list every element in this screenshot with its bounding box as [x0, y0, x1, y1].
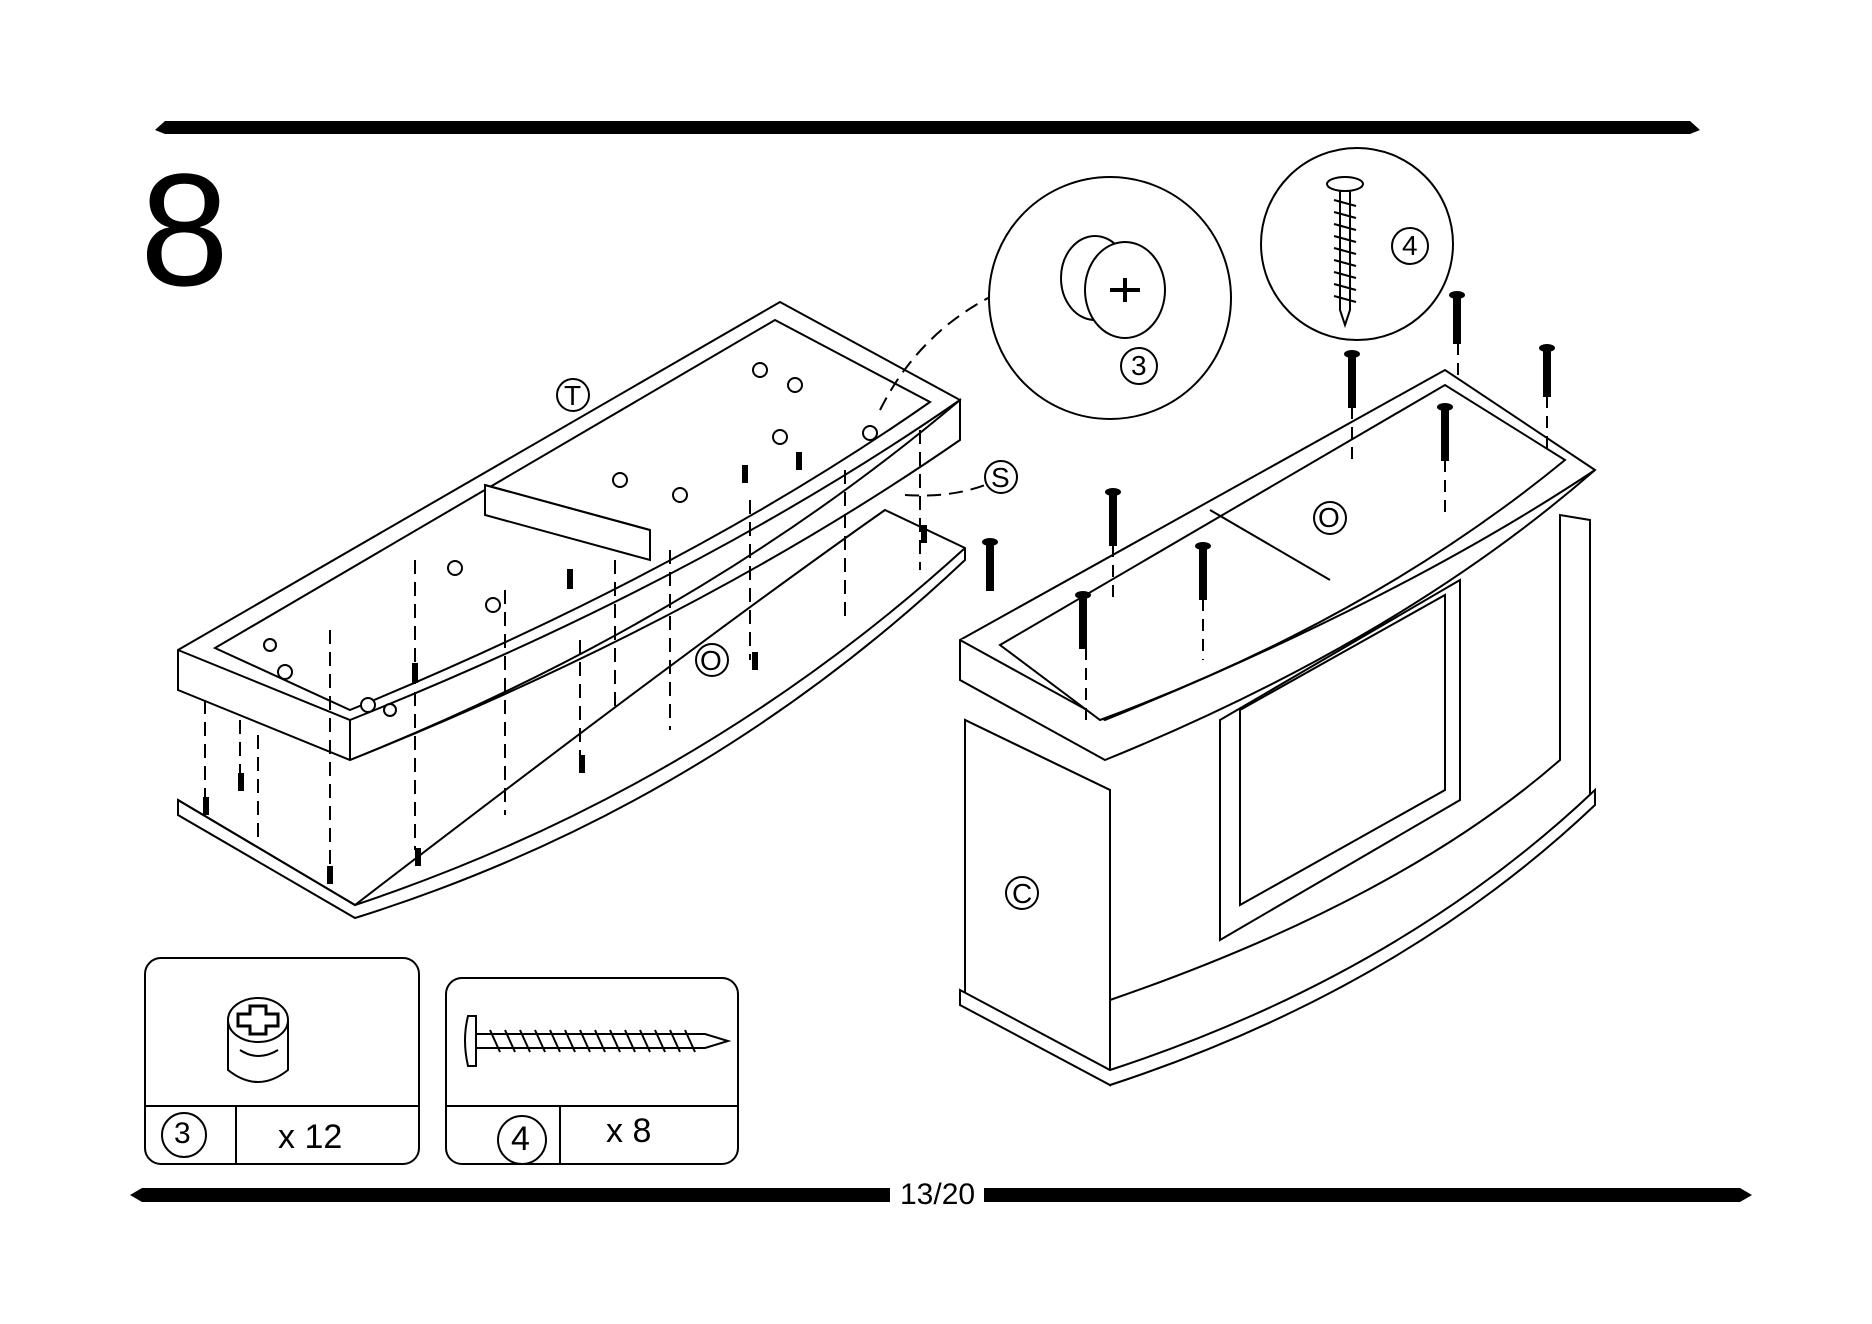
- screw-icon: [465, 1016, 728, 1066]
- hardware-id-cam: 3: [174, 1117, 191, 1151]
- page-number: 13/20: [896, 1178, 979, 1212]
- cam-lock-icon: [228, 998, 288, 1082]
- hardware-qty-cam: x 12: [278, 1118, 342, 1157]
- hardware-box-screw: [446, 978, 738, 1164]
- hardware-qty-screw: x 8: [606, 1112, 651, 1151]
- hardware-id-screw: 4: [511, 1120, 530, 1159]
